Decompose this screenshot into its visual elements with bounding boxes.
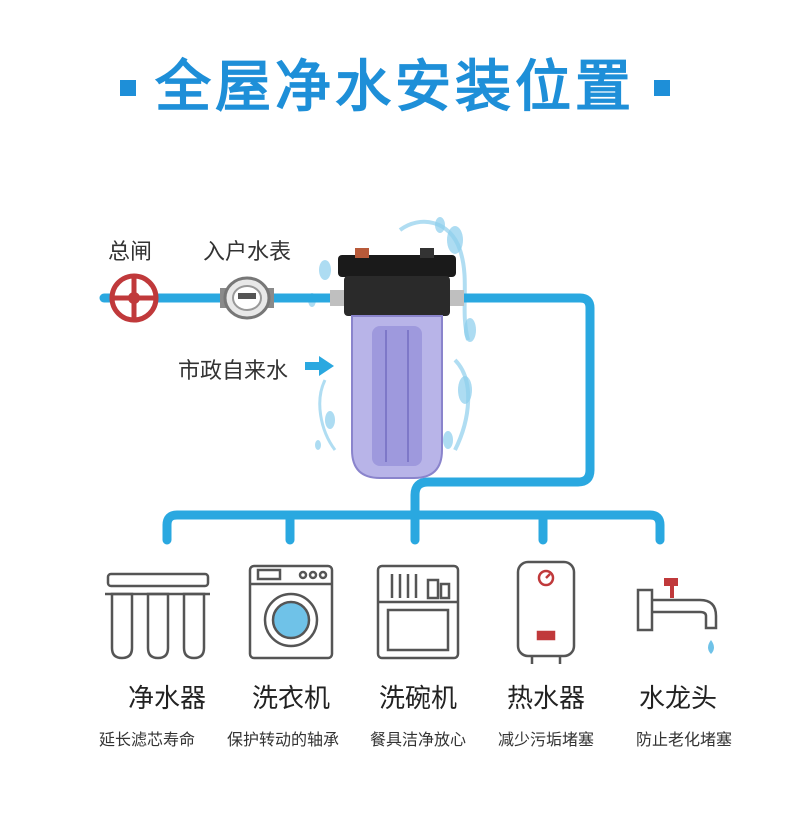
appliance-name-faucet: 水龙头 xyxy=(638,684,717,714)
water-meter-label: 入户水表 xyxy=(203,240,292,265)
water-meter-icon xyxy=(220,276,274,320)
dishwasher-icon xyxy=(376,564,460,660)
title-bar: 全屋净水安装位置 xyxy=(0,48,790,128)
appliance-desc-dishwasher: 餐具洁净放心 xyxy=(369,730,466,749)
appliance-desc-faucet: 防止老化堵塞 xyxy=(635,730,732,749)
water-heater-icon xyxy=(516,560,576,664)
page-title: 全屋净水安装位置 xyxy=(155,55,635,120)
appliance-name-dishwasher: 洗碗机 xyxy=(378,684,457,714)
appliance-name-water-heater: 热水器 xyxy=(506,684,585,714)
washing-machine-icon xyxy=(248,564,334,660)
appliance-desc-water-purifier: 延长滤芯寿命 xyxy=(98,730,195,749)
appliance-name-washing-machine: 洗衣机 xyxy=(251,684,330,714)
title-square-left xyxy=(119,80,136,96)
inflow-arrow-icon xyxy=(305,356,334,376)
municipal-water-label: 市政自来水 xyxy=(178,359,289,384)
main-valve-icon xyxy=(109,273,159,323)
appliance-desc-water-heater: 减少污垢堵塞 xyxy=(497,730,594,749)
appliance-desc-washing-machine: 保护转动的轴承 xyxy=(226,730,339,749)
water-splash xyxy=(308,217,476,451)
title-square-right xyxy=(654,80,671,96)
prefilter-icon xyxy=(330,248,464,479)
main-valve-label: 总闸 xyxy=(108,240,153,265)
faucet-icon xyxy=(636,578,718,654)
appliance-name-water-purifier: 净水器 xyxy=(127,684,206,714)
water-purifier-icon xyxy=(105,572,210,660)
outlet-pipe xyxy=(410,293,595,520)
